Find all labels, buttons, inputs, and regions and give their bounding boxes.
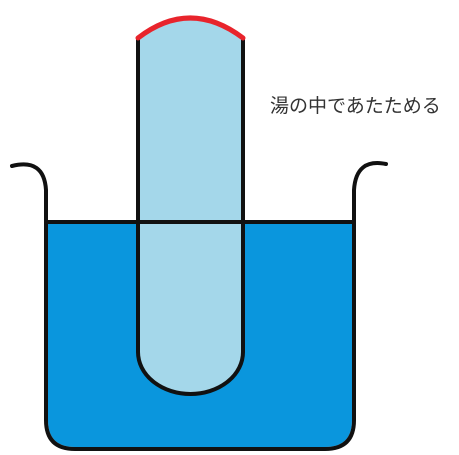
test-tube-red-rim bbox=[135, 15, 246, 41]
caption-text: 湯の中であたためる bbox=[270, 95, 441, 117]
test-tube-body bbox=[138, 18, 243, 395]
beaker-outline bbox=[10, 161, 388, 451]
test-tube-outline bbox=[136, 36, 245, 396]
